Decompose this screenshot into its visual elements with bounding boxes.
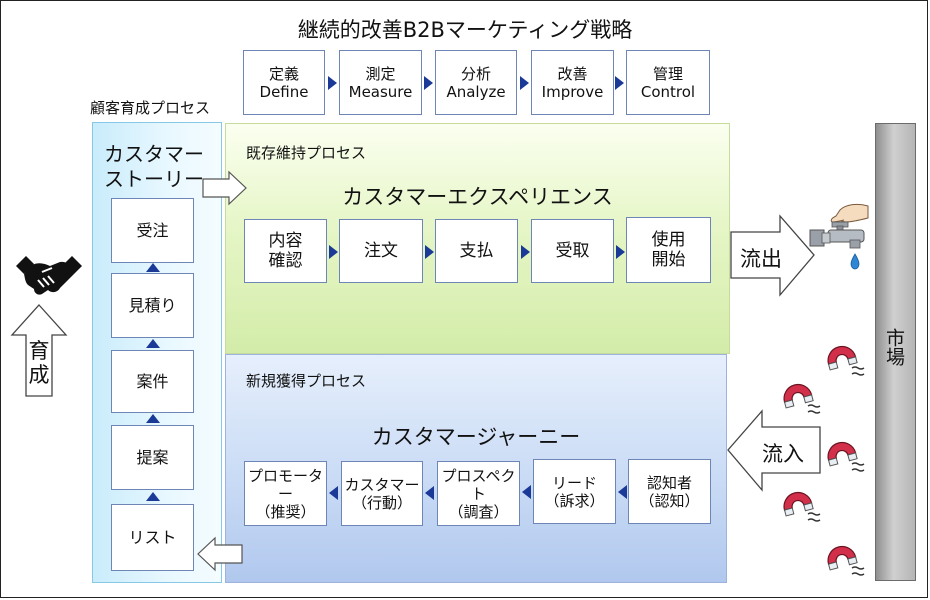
magnet-icon: [827, 441, 865, 472]
faucet-icon: [809, 203, 869, 270]
market-label: 市場: [883, 328, 905, 366]
strategy-step-improve: 改善 Improve: [531, 50, 614, 115]
magnet-icon: [783, 491, 821, 522]
strategy-step-measure: 測定 Measure: [339, 50, 422, 115]
customer-story-title: カスタマー ストーリー: [104, 142, 204, 191]
strategy-step-control: 管理 Control: [626, 50, 710, 115]
flow-arrow: [424, 76, 433, 90]
diagram-title: 継続的改善B2Bマーケティング戦略: [297, 18, 633, 42]
journey-step-customer: カスタマー （行動）: [341, 461, 423, 526]
nurturing-step-deal: 案件: [111, 350, 194, 413]
nurturing-step-proposal: 提案: [111, 425, 194, 490]
journey-step-lead: リード （訴求）: [533, 459, 616, 524]
flow-arrow: [329, 486, 338, 500]
retention-step-start-use: 使用 開始: [626, 217, 711, 283]
retention-label: 既存維持プロセス: [246, 144, 367, 162]
journey-step-aware: 認知者 （認知）: [628, 459, 711, 524]
flow-arrow: [425, 245, 434, 259]
nurturing-step-order: 受注: [111, 198, 194, 263]
flow-arrow: [146, 339, 160, 348]
retention-step-confirm: 内容 確認: [244, 219, 327, 283]
magnet-icon: [827, 345, 865, 376]
nurturing-label: 顧客育成プロセス: [90, 99, 211, 117]
outflow-arrow: [730, 214, 815, 297]
flow-arrow: [522, 485, 531, 499]
inflow-arrow: [727, 409, 821, 492]
strategy-step-define: 定義 Define: [243, 50, 325, 115]
retention-step-order: 注文: [339, 219, 423, 283]
flow-arrow: [616, 245, 625, 259]
nurture-label: 育 成: [28, 339, 50, 388]
flow-arrow: [328, 76, 337, 90]
market-bar: [875, 123, 916, 581]
magnet-icon: [783, 383, 821, 414]
journey-to-list-arrow: [197, 536, 243, 572]
inflow-label: 流入: [762, 442, 804, 466]
flow-arrow: [618, 485, 627, 499]
handshake-icon: [16, 256, 82, 295]
customer-experience-heading: カスタマーエクスペリエンス: [342, 185, 613, 209]
retention-step-payment: 支払: [435, 219, 518, 283]
flow-arrow: [520, 76, 529, 90]
flow-arrow: [425, 486, 434, 500]
journey-step-prospect: プロスペクト （調査）: [437, 461, 520, 526]
outflow-label: 流出: [740, 247, 782, 271]
nurturing-step-quote: 見積り: [111, 273, 194, 338]
strategy-step-analyze: 分析 Analyze: [435, 50, 517, 115]
magnet-icon: [827, 545, 865, 576]
flow-arrow: [521, 245, 530, 259]
journey-step-promoter: プロモーター （推奨）: [244, 461, 327, 526]
flow-arrow: [615, 76, 624, 90]
nurture-arrow: [10, 304, 68, 397]
customer-journey-heading: カスタマージャーニー: [371, 425, 581, 449]
retention-step-receive: 受取: [531, 219, 614, 283]
acquisition-label: 新規獲得プロセス: [246, 372, 367, 390]
story-to-experience-arrow: [202, 170, 247, 206]
flow-arrow: [146, 263, 160, 272]
flow-arrow: [146, 414, 160, 423]
flow-arrow: [329, 245, 338, 259]
flow-arrow: [146, 492, 160, 501]
nurturing-step-list: リスト: [111, 504, 194, 571]
